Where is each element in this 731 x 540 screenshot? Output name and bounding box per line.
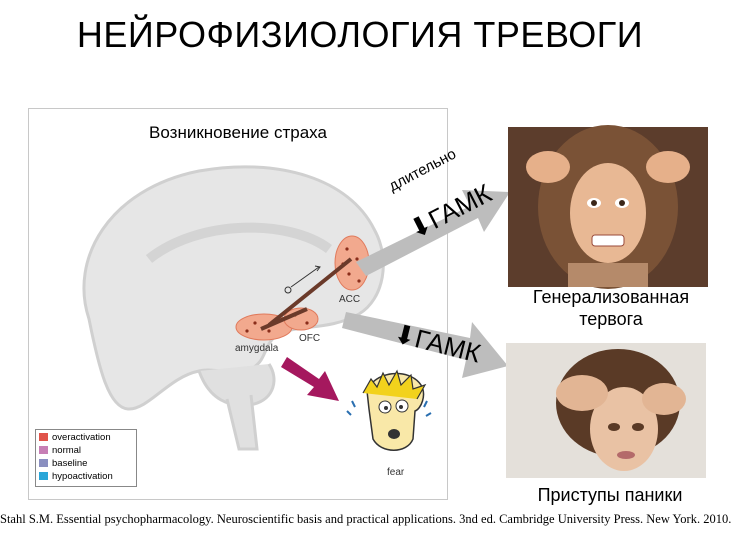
fear-label: fear xyxy=(387,467,405,478)
legend-item: hypoactivation xyxy=(36,470,136,482)
panic-caption: Приступы паники xyxy=(537,485,683,505)
figure-heading: Возникновение страха xyxy=(149,123,327,142)
gad-woman-photo xyxy=(508,125,708,289)
corpus-callosum xyxy=(145,222,332,263)
legend-item: normal xyxy=(36,444,136,456)
cerebellum-outline xyxy=(197,363,276,407)
acc-label: ACC xyxy=(339,294,360,305)
brain-figure: Возникновение страха ACC OFC amygdala xyxy=(28,108,448,500)
gad-caption: Генерализованная тервога xyxy=(532,287,690,329)
acc-amygdala-tract xyxy=(267,257,353,327)
feedback-arrow xyxy=(290,266,320,288)
brain-diagram: ACC OFC amygdala fear xyxy=(82,165,432,478)
ofc-label: OFC xyxy=(299,333,320,344)
fear-face-illustration xyxy=(346,369,432,451)
page-title: НЕЙРОФИЗИОЛОГИЯ ТРЕВОГИ xyxy=(76,14,644,55)
brainstem-outline xyxy=(225,394,259,451)
legend-item: baseline xyxy=(36,457,136,469)
panic-woman-photo xyxy=(506,343,706,478)
amygdala-label: amygdala xyxy=(235,343,279,354)
fear-pointer-arrow xyxy=(281,357,339,401)
acc-region xyxy=(334,235,370,291)
citation: Stahl S.M. Essential psychopharmacology.… xyxy=(0,512,731,526)
ofc-amygdala-tract xyxy=(260,307,308,331)
brain-outline xyxy=(82,165,385,411)
activation-legend: overactivation normal baseline hypoactiv… xyxy=(35,429,137,487)
legend-item: overactivation xyxy=(36,431,136,443)
